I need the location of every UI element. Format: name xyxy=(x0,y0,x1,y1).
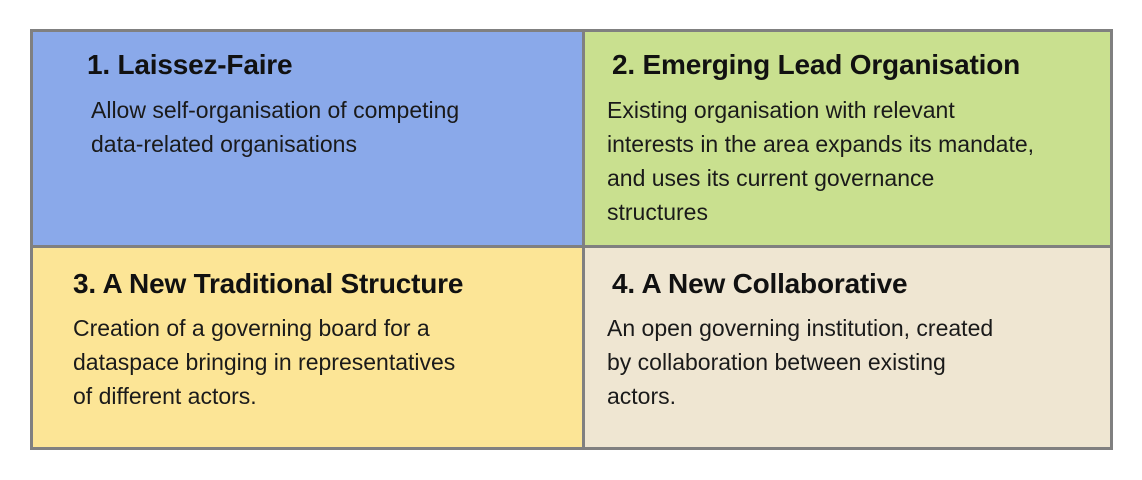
governance-matrix: 1. Laissez-Faire Allow self-organisation… xyxy=(30,29,1113,450)
quadrant-laissez-faire: 1. Laissez-Faire Allow self-organisation… xyxy=(33,32,582,245)
quadrant-description: Allow self-organisation of competing dat… xyxy=(91,97,460,157)
quadrant-new-traditional-structure: 3. A New Traditional Structure Creation … xyxy=(33,248,582,447)
quadrant-description: Existing organisation with relevant inte… xyxy=(607,97,1035,225)
quadrant-title: 1. Laissez-Faire xyxy=(87,49,293,80)
quadrant-title: 3. A New Traditional Structure xyxy=(73,268,464,299)
quadrant-description: An open governing institution, created b… xyxy=(607,315,994,409)
quadrant-title: 2. Emerging Lead Organisation xyxy=(612,49,1021,80)
quadrant-title: 4. A New Collaborative xyxy=(612,268,908,299)
quadrant-emerging-lead-organisation: 2. Emerging Lead Organisation Existing o… xyxy=(585,32,1110,245)
vertical-divider xyxy=(582,32,585,447)
horizontal-divider xyxy=(33,245,1110,248)
quadrant-description: Creation of a governing board for a data… xyxy=(73,315,456,409)
quadrant-new-collaborative: 4. A New Collaborative An open governing… xyxy=(585,248,1110,447)
